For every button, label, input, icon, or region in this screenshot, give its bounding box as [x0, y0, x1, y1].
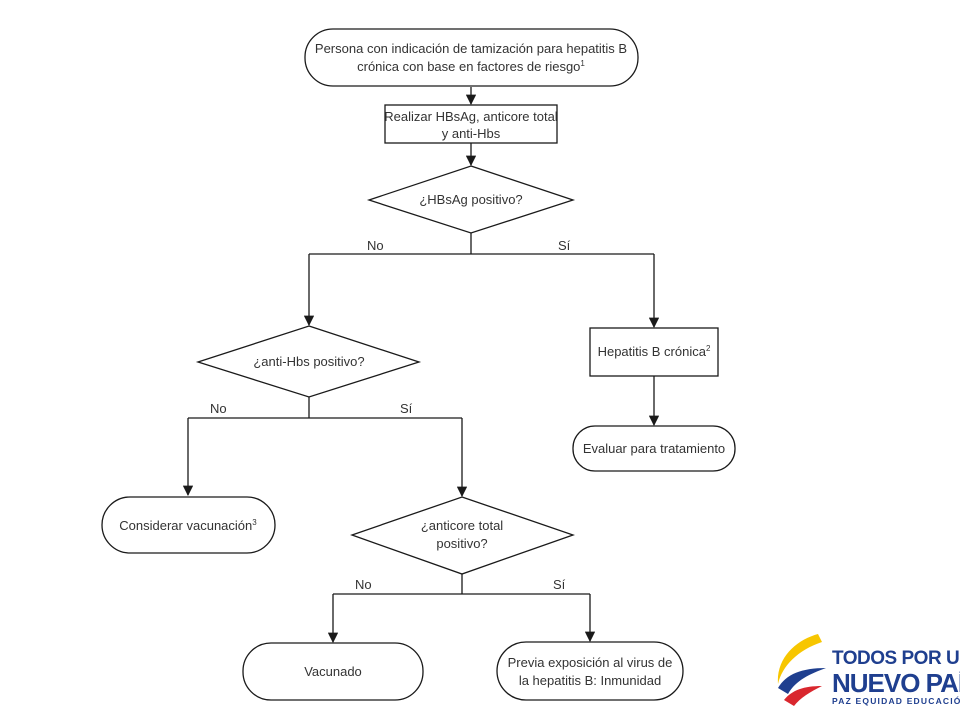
- logo-text-line2: NUEVO PAÍS: [832, 668, 960, 698]
- node-start: Persona con indicación de tamización par…: [304, 28, 639, 87]
- node-evaluate-text: Evaluar para tratamiento: [583, 441, 725, 456]
- node-test: Realizar HBsAg, anticore total y anti-Hb…: [384, 104, 558, 144]
- decision-hbsag: ¿HBsAg positivo?: [366, 165, 576, 234]
- node-immunity: Previa exposición al virus de la hepatit…: [496, 641, 684, 701]
- node-vaccinate-footnote: 3: [252, 518, 257, 527]
- node-test-line1: Realizar HBsAg, anticore total: [384, 109, 558, 124]
- label-hbsag-no: No: [367, 238, 384, 253]
- node-evaluate: Evaluar para tratamiento: [572, 425, 736, 472]
- label-hbsag-yes: Sí: [558, 238, 571, 253]
- decision-anticore-line1: ¿anticore total: [421, 518, 503, 533]
- node-vaccinate-wrap: Considerar vacunación3: [119, 518, 257, 533]
- decision-anticore-line2: positivo?: [436, 536, 487, 551]
- label-antihbs-yes: Sí: [400, 401, 413, 416]
- node-hep-chronic-wrap: Hepatitis B crónica2: [598, 344, 711, 359]
- node-start-line2: crónica con base en factores de riesgo: [357, 59, 580, 74]
- node-hep-chronic-text: Hepatitis B crónica: [598, 344, 707, 359]
- node-start-line2-wrap: crónica con base en factores de riesgo1: [357, 59, 585, 74]
- connectors: [182, 87, 660, 644]
- decision-anticore: ¿anticore total positivo?: [350, 496, 575, 575]
- node-vaccinate: Considerar vacunación3: [101, 496, 276, 554]
- todos-por-un-nuevo-pais-logo: TODOS POR UN NUEVO PAÍS PAZ EQUIDAD EDUC…: [770, 632, 960, 710]
- logo-text-line3: PAZ EQUIDAD EDUCACIÓN: [832, 696, 960, 706]
- node-immunity-line2: la hepatitis B: Inmunidad: [519, 673, 661, 688]
- label-antihbs-no: No: [210, 401, 227, 416]
- node-hep-chronic: Hepatitis B crónica2: [589, 327, 719, 377]
- node-vaccinated: Vacunado: [242, 642, 424, 701]
- node-test-line2: y anti-Hbs: [442, 126, 501, 141]
- label-anticore-yes: Sí: [553, 577, 566, 592]
- node-start-footnote: 1: [580, 59, 585, 68]
- node-immunity-line1: Previa exposición al virus de: [508, 655, 673, 670]
- node-hep-chronic-footnote: 2: [706, 344, 711, 353]
- node-vaccinate-text: Considerar vacunación: [119, 518, 252, 533]
- node-vaccinated-text: Vacunado: [304, 664, 362, 679]
- decision-antihbs-text: ¿anti-Hbs positivo?: [253, 354, 364, 369]
- label-anticore-no: No: [355, 577, 372, 592]
- decision-antihbs: ¿anti-Hbs positivo?: [195, 325, 422, 398]
- logo-text-line1: TODOS POR UN: [832, 648, 960, 669]
- node-start-line1: Persona con indicación de tamización par…: [315, 41, 627, 56]
- decision-hbsag-text: ¿HBsAg positivo?: [419, 192, 522, 207]
- colombia-swoosh-icon: [777, 634, 826, 706]
